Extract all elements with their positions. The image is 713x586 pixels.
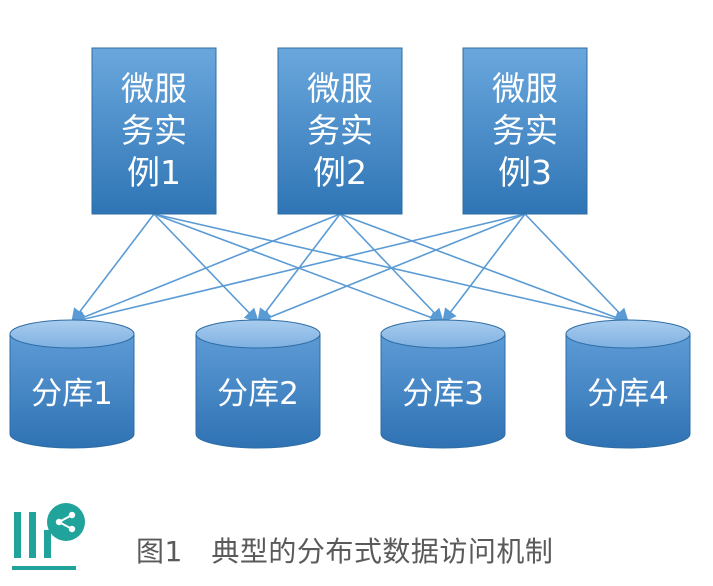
cylinder-body — [380, 333, 506, 449]
database-shard-3: 分库3 — [380, 319, 506, 449]
database-shards: 分库1 分库2 分库3 分库4 — [9, 319, 691, 449]
arrow-service-3-to-db-3 — [442, 213, 526, 324]
arrow-service-3-to-db-1 — [70, 213, 526, 326]
database-shard-4: 分库4 — [565, 319, 691, 449]
cylinder-top — [195, 319, 321, 349]
service-box — [462, 47, 588, 215]
figure-caption: 图1 典型的分布式数据访问机制 — [136, 535, 554, 568]
service-label-line: 务实 — [121, 111, 187, 150]
database-label: 分库3 — [402, 376, 484, 412]
cylinder-body — [9, 333, 135, 449]
service-label-line: 例1 — [127, 153, 181, 192]
service-label-line: 微服 — [492, 69, 558, 108]
service-label-line: 务实 — [492, 111, 558, 150]
cylinder-top — [565, 319, 691, 349]
cylinder-body — [195, 333, 321, 449]
database-shard-1: 分库1 — [9, 319, 135, 449]
cylinder-top — [380, 319, 506, 349]
share-logo-icon — [12, 503, 85, 570]
database-label: 分库1 — [31, 376, 113, 412]
arrow-service-3-to-db-4 — [524, 213, 629, 324]
service-label-line: 例2 — [313, 153, 367, 192]
connection-arrows — [70, 213, 630, 327]
arrow-service-1-to-db-1 — [71, 213, 155, 324]
arrow-service-3-to-db-2 — [256, 213, 526, 324]
service-label-line: 务实 — [307, 111, 373, 150]
arrow-service-2-to-db-1 — [70, 213, 341, 324]
database-label: 分库4 — [587, 376, 669, 412]
service-label-line: 微服 — [121, 69, 187, 108]
service-box — [277, 47, 403, 215]
service-box — [91, 47, 217, 215]
service-label-line: 微服 — [307, 69, 373, 108]
database-label: 分库2 — [217, 376, 299, 412]
service-label-line: 例3 — [498, 153, 552, 192]
cylinder-body — [565, 333, 691, 449]
database-shard-2: 分库2 — [195, 319, 321, 449]
cylinder-top — [9, 319, 135, 349]
